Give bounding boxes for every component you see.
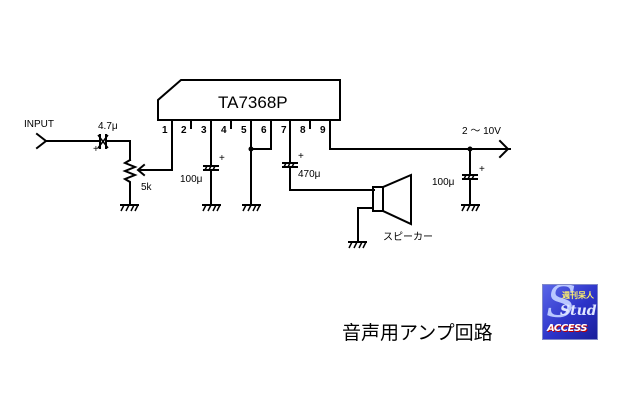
pin-label-9: 9	[320, 125, 326, 136]
input-cap-plus: +	[93, 144, 99, 155]
speaker-feed-wire	[289, 166, 375, 191]
logo-jp-text: 週刊呆人	[562, 291, 594, 300]
logo-access-text: ACCESS	[547, 323, 588, 334]
speaker-ground-wire	[357, 207, 374, 242]
ic-pins	[171, 119, 511, 205]
pin-label-5: 5	[241, 125, 247, 136]
studio-access-logo: S 週刊呆人 Studio ACCESS	[542, 284, 598, 340]
input-cap-value: 4.7μ	[98, 121, 118, 132]
supply-cap-plus: +	[479, 164, 485, 175]
pin-label-3: 3	[201, 125, 207, 136]
ground-icon	[461, 204, 480, 212]
wiper-arrow-icon	[136, 163, 146, 177]
ground-icon	[242, 204, 261, 212]
ground-icon	[348, 241, 367, 249]
logo-initial: S	[546, 284, 577, 328]
pin-label-1: 1	[162, 125, 168, 136]
logo-studio-text: Studio	[560, 303, 597, 319]
cap-to-pot-wire	[107, 140, 131, 161]
pot-value: 5k	[141, 182, 153, 193]
pin-6-lead	[250, 119, 272, 150]
pin-label-4: 4	[221, 125, 227, 136]
ground-icon	[120, 204, 139, 212]
supply-voltage-label: 2 ～ 10V	[462, 126, 501, 137]
supply-terminal-icon	[498, 139, 510, 159]
pin3-cap-value: 100μ	[180, 174, 203, 185]
pin-9-lead	[329, 119, 511, 150]
input-terminal-icon	[35, 132, 48, 150]
pin-label-6: 6	[261, 125, 267, 136]
supply-cap-value: 100μ	[432, 177, 455, 188]
input-label: INPUT	[24, 119, 54, 130]
output-cap-plus: +	[298, 151, 304, 162]
pin3-cap-plus: +	[219, 153, 225, 164]
speaker-icon	[372, 173, 412, 226]
potentiometer-icon	[122, 158, 138, 205]
output-cap-value: 470μ	[298, 169, 321, 180]
pin-label-7: 7	[281, 125, 287, 136]
ic-part-number: TA7368P	[218, 93, 288, 112]
input-capacitor-icon	[97, 134, 109, 149]
diagram-title: 音声用アンプ回路	[342, 322, 493, 344]
ic-body	[157, 79, 341, 121]
pin-label-2: 2	[181, 125, 187, 136]
pin-label-8: 8	[300, 125, 306, 136]
ground-icon	[202, 204, 221, 212]
junction-dot	[248, 146, 254, 152]
speaker-label: スピーカー	[383, 231, 433, 243]
